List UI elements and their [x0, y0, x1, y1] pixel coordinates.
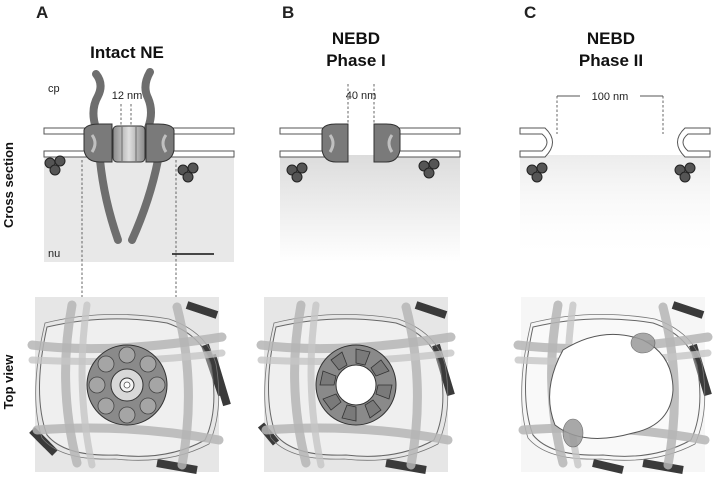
- panel-title-b-line2: Phase I: [326, 51, 386, 70]
- pore-subunits: [88, 346, 166, 424]
- row-label-top-view: Top view: [1, 354, 16, 410]
- panel-title-b-line1: NEBD: [332, 29, 380, 48]
- top-view-intact: [32, 297, 231, 474]
- label-nu: nu: [48, 248, 60, 260]
- panel-label-b: B: [282, 3, 294, 22]
- panel-title-a: Intact NE: [90, 43, 164, 62]
- dilated-pore-channel: [335, 364, 377, 406]
- panel-title-c-line2: Phase II: [579, 51, 643, 70]
- measurement-12nm: 12 nm: [112, 90, 143, 102]
- measurement-100nm: 100 nm: [592, 91, 629, 103]
- nuclear-pore-complex-left: [83, 123, 113, 163]
- npc-remnant: [562, 418, 584, 448]
- fenestration: [549, 333, 674, 439]
- panel-title-c-line1: NEBD: [587, 29, 635, 48]
- cross-section-intact: 12 nm cp nu: [43, 68, 235, 262]
- npc-remnant: [630, 332, 656, 354]
- nuclear-basket-fiber: [128, 156, 162, 244]
- panel-label-a: A: [36, 3, 48, 22]
- nuclear-pore-complex-left: [321, 123, 349, 163]
- cross-section-phase2: 100 nm: [519, 91, 711, 262]
- membrane-fold-left: [519, 127, 553, 158]
- row-label-cross-section: Cross section: [1, 142, 16, 228]
- label-cp: cp: [48, 83, 60, 95]
- nucleoplasm-region: [44, 155, 234, 262]
- nuclear-pore-complex-right: [145, 123, 175, 163]
- cytoplasmic-filament: [89, 70, 105, 132]
- top-view-phase2: [518, 297, 708, 474]
- cross-section-phase1: 40 nm: [279, 84, 461, 262]
- top-view-phase1: [261, 297, 451, 474]
- membrane-fold-right: [677, 127, 711, 158]
- panel-label-c: C: [524, 3, 536, 22]
- cytoplasmic-filament: [141, 68, 155, 132]
- central-channel: [112, 125, 146, 163]
- nuclear-pore-complex-right: [373, 123, 401, 163]
- nuclear-basket-fiber: [96, 156, 122, 244]
- measurement-40nm: 40 nm: [346, 90, 377, 102]
